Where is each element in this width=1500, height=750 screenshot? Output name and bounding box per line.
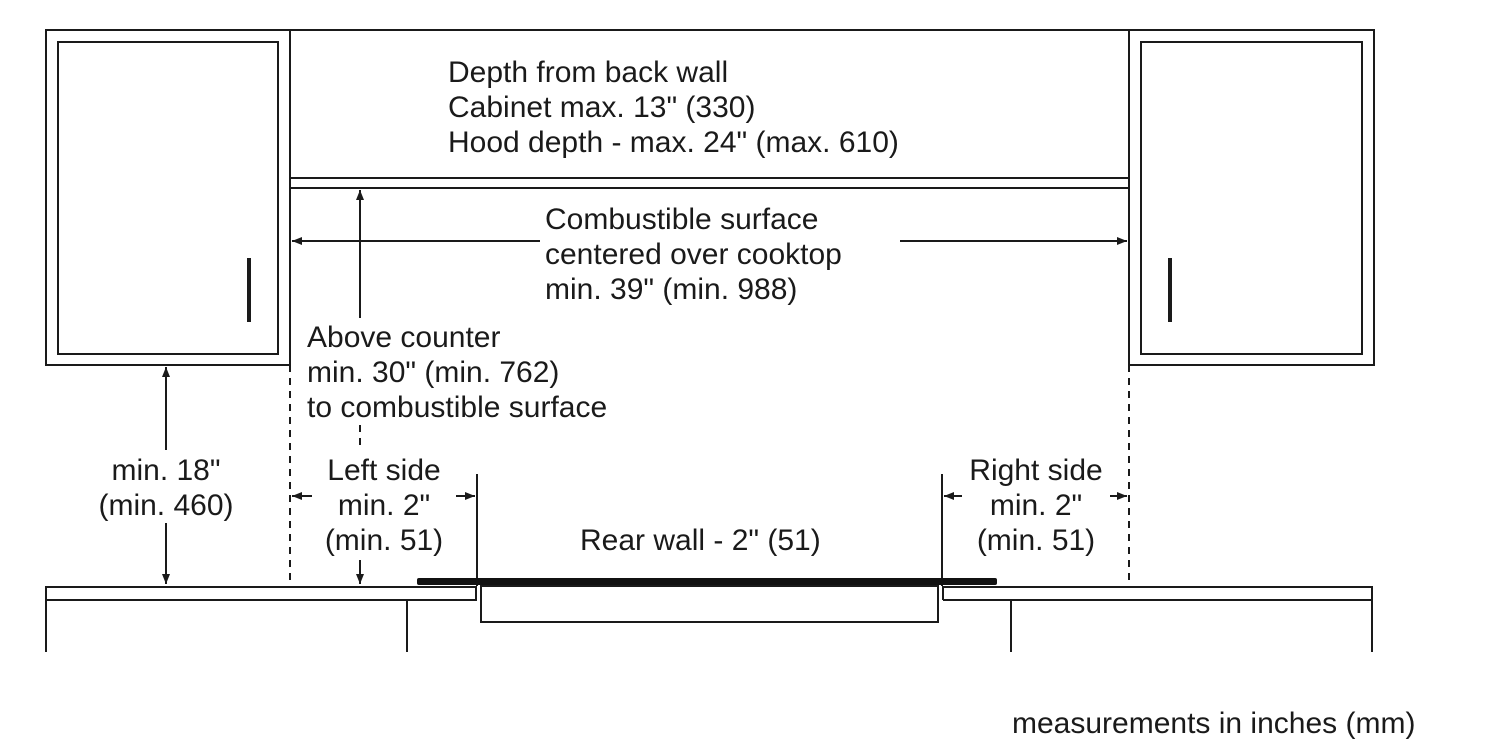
combustible-label: Combustible surface centered over cookto… bbox=[545, 202, 842, 307]
right-side-label: Right side min. 2" (min. 51) bbox=[962, 453, 1110, 558]
left-side-label: Left side min. 2" (min. 51) bbox=[312, 453, 456, 558]
combustible-line-1: Combustible surface bbox=[545, 203, 819, 236]
depth-line-1: Depth from back wall bbox=[448, 56, 729, 89]
countertop bbox=[45, 586, 1373, 601]
right-side-line-3: (min. 51) bbox=[976, 524, 1096, 557]
rear-wall-label: Rear wall - 2" (51) bbox=[580, 524, 821, 557]
upper-middle-cabinet bbox=[290, 29, 1129, 189]
cooktop-body bbox=[480, 585, 939, 623]
left-side-line-3: (min. 51) bbox=[324, 524, 444, 557]
min18-line-1: min. 18" bbox=[111, 454, 221, 487]
left-side-line-2: min. 2" bbox=[337, 489, 431, 522]
base-cabinets bbox=[45, 600, 1373, 652]
above-counter-line-3: to combustible surface bbox=[307, 391, 608, 424]
combustible-line-3: min. 39" (min. 988) bbox=[545, 273, 798, 306]
min18-line-2: (min. 460) bbox=[98, 489, 234, 522]
min18-label: min. 18" (min. 460) bbox=[80, 453, 252, 523]
left-side-line-1: Left side bbox=[327, 454, 441, 487]
above-counter-label: Above counter min. 30" (min. 762) to com… bbox=[307, 320, 608, 425]
right-side-line-1: Right side bbox=[969, 454, 1103, 487]
above-counter-line-2: min. 30" (min. 762) bbox=[307, 356, 560, 389]
depth-label: Depth from back wall Cabinet max. 13" (3… bbox=[448, 55, 899, 160]
units-note: measurements in inches (mm) bbox=[1012, 707, 1416, 740]
right-side-line-2: min. 2" bbox=[989, 489, 1083, 522]
clearance-dashed-lines bbox=[289, 365, 1130, 586]
left-wall-cabinet bbox=[45, 29, 291, 366]
combustible-line-2: centered over cooktop bbox=[545, 238, 842, 271]
cooktop-top bbox=[417, 578, 997, 585]
above-counter-line-1: Above counter bbox=[307, 321, 501, 354]
right-wall-cabinet bbox=[1128, 29, 1375, 366]
depth-line-2: Cabinet max. 13" (330) bbox=[448, 91, 756, 124]
depth-line-3: Hood depth - max. 24" (max. 610) bbox=[448, 126, 899, 159]
